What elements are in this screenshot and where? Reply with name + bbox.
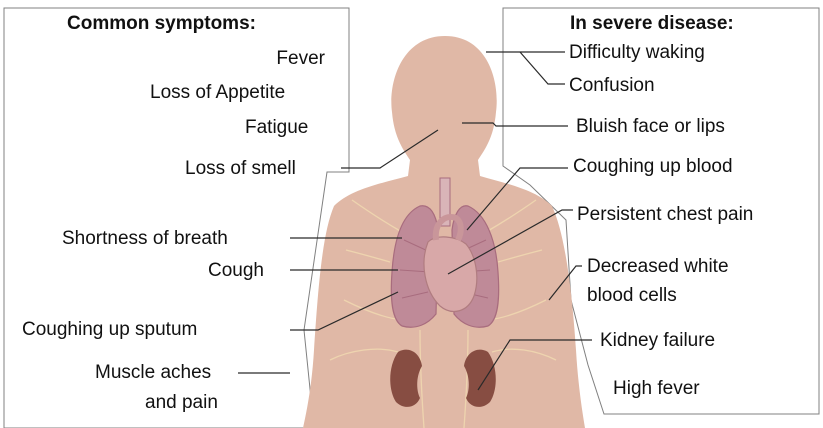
leader-confusion bbox=[520, 52, 565, 84]
label-kidney-failure: Kidney failure bbox=[600, 330, 715, 352]
label-loss-of-smell: Loss of smell bbox=[185, 158, 296, 180]
label-blood-cells: blood cells bbox=[587, 285, 677, 307]
label-muscle-aches: Muscle aches bbox=[95, 362, 211, 384]
label-fatigue: Fatigue bbox=[245, 117, 308, 139]
label-and-pain: and pain bbox=[145, 392, 218, 414]
label-high-fever: High fever bbox=[613, 378, 700, 400]
common-symptoms-heading: Common symptoms: bbox=[67, 13, 256, 35]
label-decreased-white: Decreased white bbox=[587, 256, 729, 278]
label-bluish-face: Bluish face or lips bbox=[576, 116, 725, 138]
left-kidney bbox=[390, 350, 422, 407]
severe-disease-heading: In severe disease: bbox=[570, 13, 734, 35]
label-loss-of-appetite: Loss of Appetite bbox=[150, 82, 285, 104]
label-coughing-up-blood: Coughing up blood bbox=[573, 156, 733, 178]
label-chest-pain: Persistent chest pain bbox=[577, 204, 753, 226]
body-silhouette bbox=[303, 36, 585, 428]
right-kidney bbox=[464, 350, 496, 407]
label-confusion: Confusion bbox=[569, 75, 655, 97]
label-fever: Fever bbox=[276, 48, 325, 70]
label-coughing-up-sputum: Coughing up sputum bbox=[22, 319, 197, 341]
label-shortness-of-breath: Shortness of breath bbox=[62, 228, 228, 250]
label-difficulty-waking: Difficulty waking bbox=[569, 42, 705, 64]
label-cough: Cough bbox=[208, 260, 264, 282]
